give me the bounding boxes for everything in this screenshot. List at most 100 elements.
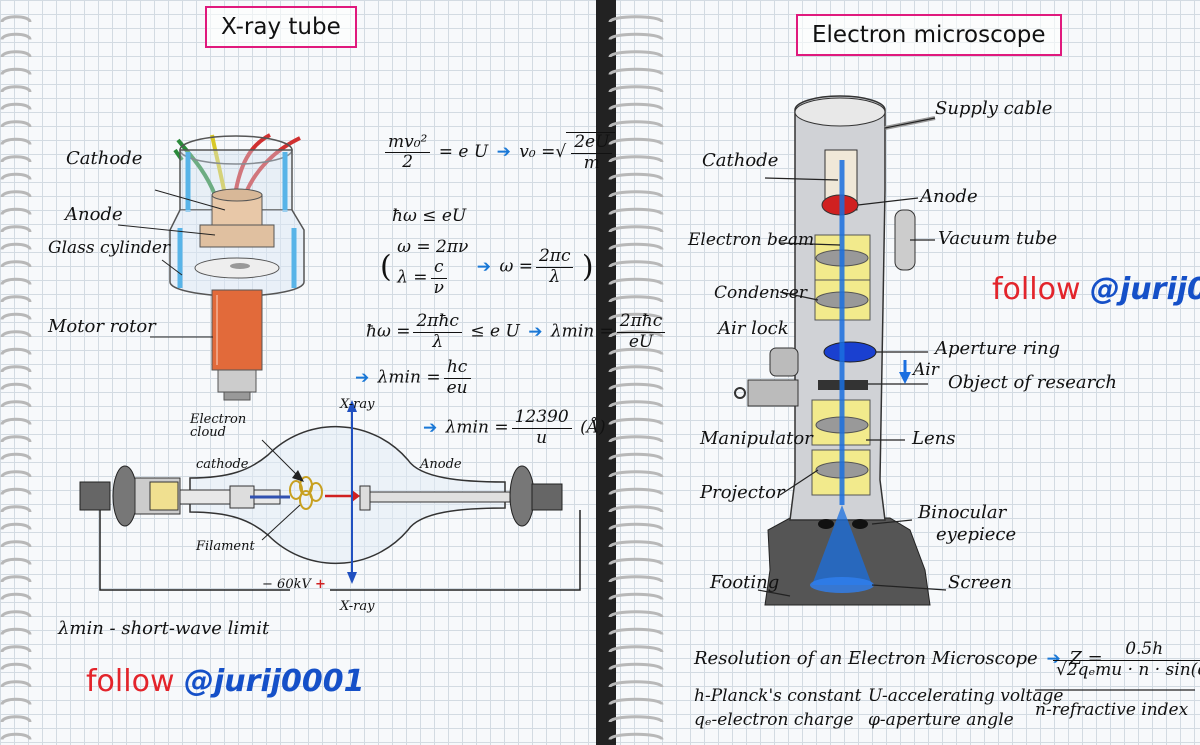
right-spiral-rings [608,15,664,741]
follow-handle-left[interactable]: follow @jurij0001 [86,664,365,699]
spiral-ring [0,137,32,146]
legend-charge: qₑ-electron charge [694,710,854,730]
f6-den: u [536,427,548,448]
follow-handle-right[interactable]: follow @jurij0001 [992,272,1200,307]
spiral-ring [608,557,664,566]
spiral-ring [0,242,32,251]
label-anode-left: Anode [65,204,123,225]
f3-omega: ω = 2πν [397,237,469,257]
spiral-ring [608,522,664,531]
spiral-ring [0,470,32,478]
f4-right-den: eU [628,331,654,352]
spiral-ring [0,172,32,181]
f4-num: 2πħc [413,311,462,333]
follow-handle: @jurij0001 [184,664,365,699]
label-tube-cathode: cathode [196,457,249,472]
label-manipulator: Manipulator [700,428,813,449]
note-short-wave-limit: λmin - short-wave limit [58,618,270,639]
f3-result-left: ω = [499,256,533,277]
voltage-plus: + [315,577,326,592]
label-lens: Lens [912,428,956,449]
spiral-ring [0,610,32,618]
label-glass-cylinder: Glass cylinder [48,238,171,258]
resolution-num: 0.5h [1053,639,1200,661]
follow-prefix: follow [86,664,185,699]
legend-refractive: n-refractive index [1035,700,1189,720]
spiral-ring [608,732,664,741]
spiral-ring [608,32,664,41]
xray-tube-body [79,400,581,591]
f6-num: 12390 [511,407,572,429]
spiral-ring [608,277,664,286]
spiral-ring [0,120,32,128]
spiral-ring [0,50,32,58]
f4-mid: ≤ e U [470,321,520,342]
label-screen: Screen [948,572,1012,593]
spiral-ring [608,172,664,181]
spiral-ring [0,207,32,216]
spiral-ring [608,540,664,549]
arrow-icon: ➔ [476,256,492,277]
label-air-lock: Air lock [718,318,789,339]
legend-planck: h-Planck's constant [694,686,862,706]
f3-lambda-den: ν [433,277,444,298]
arrow-icon: ➔ [355,367,370,388]
spiral-ring [608,645,664,654]
spiral-ring [608,435,664,444]
spiral-ring [0,557,32,566]
spiral-ring [0,85,32,93]
spiral-ring [0,575,32,583]
spiral-ring [0,347,32,356]
spiral-ring [608,382,664,391]
spiral-ring [608,347,664,356]
spiral-ring [608,452,664,461]
spiral-ring [608,312,664,321]
f5-den: eu [446,377,468,398]
f4-right-left: λmin = [550,321,614,342]
label-binocular-eyepiece: Binocular eyepiece [918,502,1016,545]
spiral-ring [0,32,32,41]
follow-handle-right-text: @jurij0001 [1090,272,1200,307]
label-voltage: − 60kV + [262,578,326,591]
spiral-ring [608,680,664,689]
f1-v: v₀ = [519,142,556,163]
spiral-ring [0,312,32,321]
label-cathode-left: Cathode [66,148,143,169]
spiral-ring [0,260,32,268]
arrow-icon: ➔ [1046,649,1061,669]
f1-num: mv₀² [385,132,431,154]
label-projector: Projector [700,482,785,503]
spiral-ring [0,15,32,23]
label-motor-rotor: Motor rotor [48,316,156,337]
label-electron-beam: Electron beam [688,230,815,250]
spiral-ring [608,120,664,129]
spiral-ring [0,505,32,513]
spiral-ring [0,102,32,111]
f5-left: λmin = [377,367,441,388]
spiral-ring [608,85,664,94]
arrow-icon: ➔ [528,321,543,342]
spiral-ring [608,592,664,601]
f5-num: hc [443,357,471,379]
spiral-ring [608,505,664,514]
spiral-ring [0,330,32,338]
label-aperture-ring: Aperture ring [935,338,1061,359]
spiral-ring [0,382,32,391]
spiral-ring [608,207,664,216]
f3-result-num: 2πc [535,246,574,268]
spiral-ring [608,662,664,671]
spiral-ring [0,662,32,671]
label-object-of-research: Object of research [948,372,1117,393]
f1-root-num: 2eU [571,132,613,154]
follow-prefix-right: follow [992,272,1091,307]
f3-lambda-left: λ = [397,267,428,288]
resolution-label: Resolution of an Electron Microscope [694,648,1038,669]
label-electron-cloud-line2: cloud [190,425,226,440]
spiral-ring [0,697,32,706]
legend-voltage: U-accelerating voltage [868,686,1064,706]
spiral-ring [608,155,664,164]
spiral-ring [608,15,664,24]
f6-left: λmin = [445,417,509,438]
